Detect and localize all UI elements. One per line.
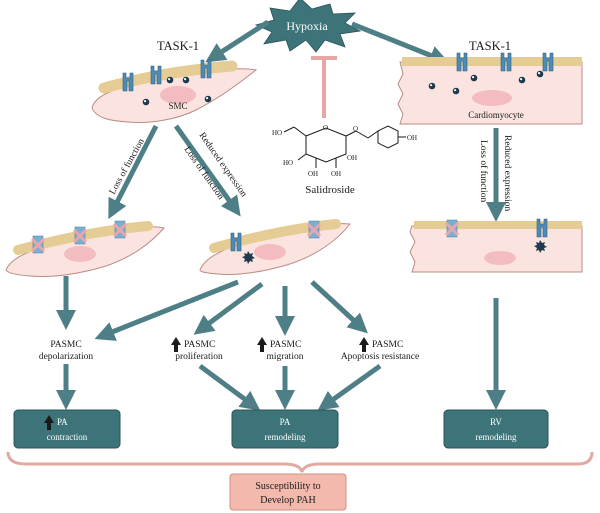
arrow-apoptosis-to-remodeling (317, 363, 382, 411)
susceptibility-outcome-box: Susceptibility to Develop PAH (229, 473, 347, 511)
potassium-ion-icon (142, 98, 150, 106)
inactive-channel-icon (444, 218, 460, 239)
box-label-line1: PA (280, 417, 291, 427)
task1-right-label: TASK-1 (469, 39, 511, 53)
potassium-ion-icon (536, 70, 544, 78)
atom-label: OH (331, 170, 341, 178)
box-label-line2: remodeling (476, 432, 517, 442)
outcome-line2: Develop PAH (260, 495, 315, 506)
grouping-bracket (6, 451, 594, 473)
arrow-label-reduced-right: Reduced expression (502, 135, 512, 211)
arrow-hypoxia-to-right (351, 21, 450, 65)
potassium-ion-icon (428, 82, 436, 90)
potassium-ion-icon (166, 76, 174, 84)
rv-remodeling-box: RV remodeling (443, 409, 549, 449)
outcome-line1: Susceptibility to (255, 481, 320, 492)
cardiomyocyte-label: Cardiomyocyte (468, 110, 524, 120)
pa-remodeling-box: PA remodeling (231, 409, 339, 449)
arrow-smc-to-left-cell (108, 124, 159, 220)
smc-nucleus (160, 86, 196, 104)
inhibition-bar (311, 56, 337, 118)
hypoxia-star-shape (254, 0, 362, 53)
effect-proliferation-line1: PASMC (184, 340, 215, 350)
task1-left-label: TASK-1 (157, 39, 199, 53)
arrow-mid-to-proliferation (193, 281, 264, 335)
arrow-mid-to-depolarization (94, 279, 239, 341)
potassium-ion-icon (182, 76, 190, 84)
salidroside-label: Salidroside (305, 184, 355, 196)
potassium-ion-icon (518, 76, 526, 84)
burst-icon (534, 240, 547, 253)
inactive-channel-icon (306, 219, 322, 240)
potassium-ion-icon (470, 74, 478, 82)
inactive-channel-icon (72, 225, 88, 246)
effect-depolarization-line1: PASMC (50, 340, 81, 350)
up-arrow-icon (359, 337, 369, 352)
salidroside-atom-labels: HO O O HO OH OH OH OH (272, 124, 417, 178)
arrow-smc-to-mid-cell (173, 124, 241, 217)
atom-label: HO (272, 129, 282, 137)
smc-cell-loss-of-function (5, 219, 165, 277)
arrow-mid-to-apoptosis (310, 280, 368, 334)
atom-label: HO (283, 159, 293, 167)
hypoxia-label: Hypoxia (286, 19, 328, 33)
potassium-ion-icon (452, 87, 460, 95)
hypoxia-node: Hypoxia (254, 0, 362, 53)
pa-contraction-box: PA contraction (13, 409, 121, 449)
box-label-line1: RV (490, 417, 502, 427)
inactive-channel-icon (112, 219, 128, 240)
up-arrow-icon (44, 415, 54, 430)
atom-label: OH (347, 154, 357, 162)
up-arrow-icon (171, 337, 181, 352)
atom-label: OH (308, 170, 318, 178)
smc-cell-reduced-expression (199, 219, 351, 275)
smc-label: SMC (168, 101, 187, 111)
box-label-line1: PA (57, 417, 68, 427)
atom-label: O (353, 125, 358, 133)
effect-migration-line1: PASMC (270, 340, 301, 350)
cardiomyocyte-cell: Cardiomyocyte (397, 52, 583, 125)
rv-cell-reduced (409, 218, 583, 273)
cardiomyocyte-nucleus (472, 90, 512, 106)
smc-cell: SMC (91, 59, 258, 123)
effect-apoptosis-line1: PASMC (372, 340, 403, 350)
inactive-channel-icon (30, 234, 46, 255)
up-arrow-icon (257, 337, 267, 352)
box-label-line2: contraction (47, 432, 88, 442)
salidroside-structure (283, 125, 406, 168)
burst-icon (242, 251, 255, 264)
atom-label: OH (407, 134, 417, 142)
arrow-proliferation-to-remodeling (198, 363, 261, 411)
effect-depolarization-line2: depolarization (39, 352, 94, 362)
box-label-line2: remodeling (265, 432, 306, 442)
effect-apoptosis-line2: Apoptosis resistance (341, 352, 419, 362)
arrow-hypoxia-to-left (205, 19, 270, 63)
arrow-label-loss-right: Loss of function (478, 140, 489, 203)
effect-proliferation-line2: proliferation (175, 351, 223, 362)
atom-label: O (323, 124, 328, 132)
effect-migration-line2: migration (267, 352, 304, 362)
potassium-ion-icon (204, 95, 212, 103)
